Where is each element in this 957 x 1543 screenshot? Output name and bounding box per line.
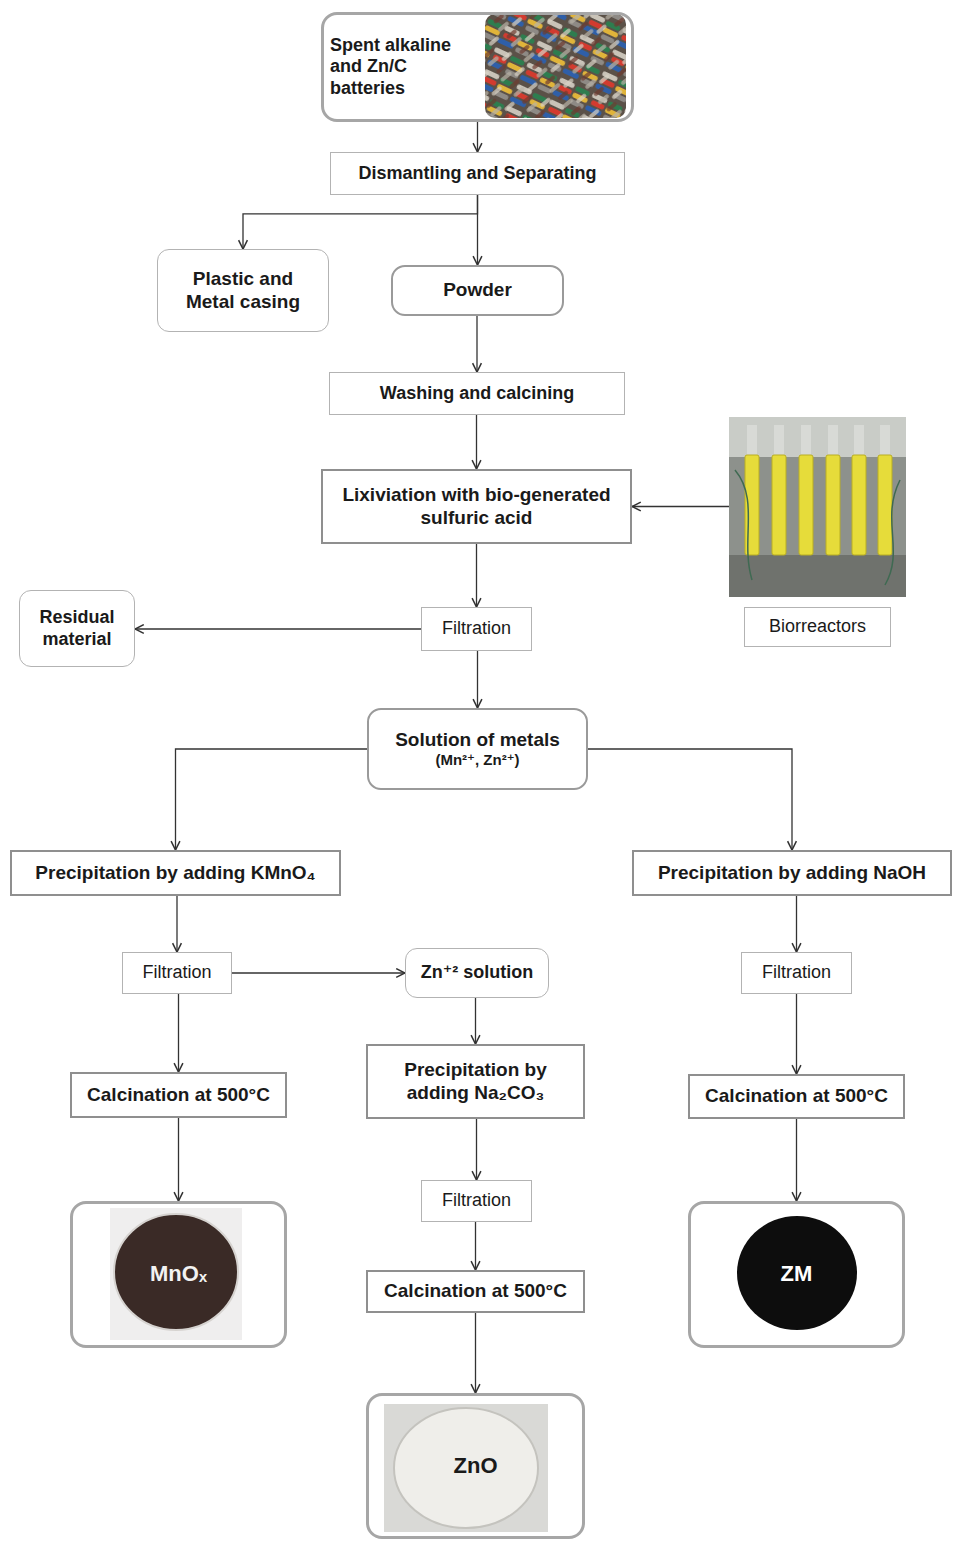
filtration-box: Filtration: [421, 1180, 532, 1222]
node-label: Dismantling and Separating: [358, 163, 596, 185]
node-label: Lixiviation with bio-generated sulfuric …: [333, 484, 620, 530]
node-label: (Mn²⁺, Zn²⁺): [435, 751, 519, 769]
flow-arrow: [796, 994, 797, 1074]
node-label: Calcination at 500°C: [87, 1084, 270, 1107]
node-label: Plastic and Metal casing: [172, 268, 314, 314]
node-label: Precipitation by adding Na₂CO₃: [378, 1059, 573, 1105]
flow-arrow: [477, 122, 478, 152]
flow-arrow: [476, 316, 477, 372]
waste-box: Residual material: [19, 590, 135, 667]
product-box: MnOₓ: [70, 1201, 287, 1348]
mnox-powder: [114, 1214, 238, 1330]
flow-arrow: [232, 972, 405, 973]
flow-arrow: [476, 415, 477, 469]
zno-powder: [394, 1408, 538, 1528]
flow-arrow: [477, 195, 478, 265]
photo-wall: [729, 417, 906, 457]
battery-pile: [485, 14, 626, 118]
bioreactor-box: Biorreactors: [729, 417, 906, 647]
reactor-tubes: [747, 425, 890, 457]
photo-ground: [110, 1208, 242, 1340]
process-box: Precipitation by adding Na₂CO₃: [366, 1044, 585, 1119]
node-label: Calcination at 500°C: [705, 1085, 888, 1108]
process-box: Precipitation by adding NaOH: [632, 850, 952, 896]
battery-pile: [485, 14, 626, 118]
node-label: Powder: [443, 279, 512, 302]
node-label: Solution of metals: [395, 729, 560, 752]
process-box: Washing and calcining: [329, 372, 625, 415]
product-box: ZnO: [366, 1393, 585, 1539]
flow-arrow: [176, 749, 368, 850]
reactor-columns: [745, 455, 892, 555]
zm-powder: [737, 1216, 857, 1330]
zno-photo: [384, 1404, 548, 1532]
node-label: Spent alkaline and Zn/C batteries: [330, 35, 470, 100]
flow-arrow: [476, 1119, 477, 1180]
flow-arrow: [632, 506, 729, 507]
flow-arrow: [135, 628, 421, 629]
solution-box: Zn⁺² solution: [405, 948, 549, 998]
bioreactor-photo: [729, 417, 906, 597]
flow-arrow: [477, 651, 478, 708]
flow-arrow: [476, 544, 477, 607]
node-label: Filtration: [442, 618, 511, 640]
node-label: Biorreactors: [744, 607, 891, 647]
filtration-box: Filtration: [421, 607, 532, 651]
flow-arrow: [243, 195, 478, 249]
zm-photo: [737, 1216, 857, 1330]
process-box: Dismantling and Separating: [330, 152, 625, 195]
source-box: Spent alkaline and Zn/C batteries: [321, 12, 634, 122]
flow-arrow: [178, 1118, 179, 1201]
process-box: Calcination at 500°C: [70, 1072, 287, 1118]
filtration-box: Filtration: [122, 952, 232, 994]
flow-arrow: [588, 749, 792, 850]
node-label: Filtration: [762, 962, 831, 984]
process-box: Calcination at 500°C: [688, 1074, 905, 1119]
flow-arrow: [475, 1313, 476, 1393]
process-box: Calcination at 500°C: [366, 1270, 585, 1313]
solution-box: Solution of metals(Mn²⁺, Zn²⁺): [367, 708, 588, 790]
node-label: Precipitation by adding NaOH: [658, 862, 926, 885]
waste-box: Plastic and Metal casing: [157, 249, 329, 332]
battery-photo: [485, 14, 626, 118]
mnox-photo: [110, 1208, 242, 1340]
node-label: Calcination at 500°C: [384, 1280, 567, 1303]
node-label: Zn⁺² solution: [421, 962, 533, 984]
filtration-box: Filtration: [741, 952, 852, 994]
process-box: Lixiviation with bio-generated sulfuric …: [321, 469, 632, 544]
photo-ground: [729, 417, 906, 597]
flow-arrow: [176, 896, 177, 952]
node-label: ZM: [781, 1261, 813, 1287]
node-label: MnOₓ: [150, 1261, 207, 1287]
node-label: Residual material: [30, 607, 124, 650]
flow-arrow: [796, 1119, 797, 1201]
photo-base: [729, 555, 906, 597]
photo-ground: [384, 1404, 548, 1532]
node-label: Precipitation by adding KMnO₄: [35, 862, 315, 885]
reactor-hoses: [735, 470, 900, 585]
node-label: Washing and calcining: [380, 383, 574, 405]
flow-arrow: [475, 998, 476, 1044]
flow-arrow: [178, 994, 179, 1072]
process-box: Precipitation by adding KMnO₄: [10, 850, 341, 896]
node-label: Filtration: [142, 962, 211, 984]
product-box: ZM: [688, 1201, 905, 1348]
node-label: ZnO: [454, 1453, 498, 1479]
material-box: Powder: [391, 265, 564, 316]
flow-arrow: [475, 1222, 476, 1270]
flow-arrow: [796, 896, 797, 952]
node-label: Filtration: [442, 1190, 511, 1212]
